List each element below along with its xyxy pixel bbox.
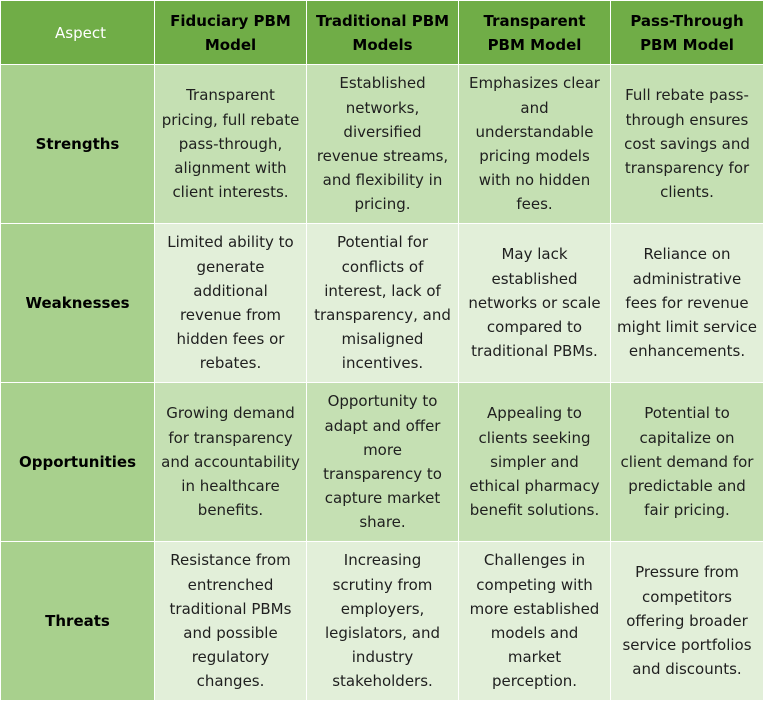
cell-threats-pass-through: Pressure from competitors offering broad… xyxy=(610,541,764,701)
header-transparent-pbm-model: Transparent PBM Model xyxy=(458,0,611,65)
table-row-opportunities: Opportunities Growing demand for transpa… xyxy=(0,382,764,542)
row-label-opportunities: Opportunities xyxy=(0,382,155,542)
cell-threats-traditional: Increasing scrutiny from employers, legi… xyxy=(306,541,459,701)
row-label-weaknesses: Weaknesses xyxy=(0,223,155,383)
table-row-weaknesses: Weaknesses Limited ability to generate a… xyxy=(0,223,764,383)
cell-weaknesses-fiduciary: Limited ability to generate additional r… xyxy=(154,223,307,383)
cell-strengths-traditional: Established networks, diversified revenu… xyxy=(306,64,459,224)
cell-opportunities-fiduciary: Growing demand for transparency and acco… xyxy=(154,382,307,542)
cell-strengths-pass-through: Full rebate pass-through ensures cost sa… xyxy=(610,64,764,224)
header-aspect: Aspect xyxy=(0,0,155,65)
table-body: Strengths Transparent pricing, full reba… xyxy=(0,64,764,701)
header-traditional-pbm-models: Traditional PBM Models xyxy=(306,0,459,65)
cell-threats-transparent: Challenges in competing with more establ… xyxy=(458,541,611,701)
cell-weaknesses-transparent: May lack established networks or scale c… xyxy=(458,223,611,383)
header-row: Aspect Fiduciary PBM Model Traditional P… xyxy=(0,0,764,65)
cell-opportunities-transparent: Appealing to clients seeking simpler and… xyxy=(458,382,611,542)
table-row-strengths: Strengths Transparent pricing, full reba… xyxy=(0,64,764,224)
header-fiduciary-pbm-model: Fiduciary PBM Model xyxy=(154,0,307,65)
table-header: Aspect Fiduciary PBM Model Traditional P… xyxy=(0,0,764,65)
header-pass-through-pbm-model: Pass-Through PBM Model xyxy=(610,0,764,65)
cell-opportunities-pass-through: Potential to capitalize on client demand… xyxy=(610,382,764,542)
cell-opportunities-traditional: Opportunity to adapt and offer more tran… xyxy=(306,382,459,542)
cell-weaknesses-traditional: Potential for conflicts of interest, lac… xyxy=(306,223,459,383)
table-row-threats: Threats Resistance from entrenched tradi… xyxy=(0,541,764,701)
cell-threats-fiduciary: Resistance from entrenched traditional P… xyxy=(154,541,307,701)
row-label-strengths: Strengths xyxy=(0,64,155,224)
cell-strengths-transparent: Emphasizes clear and understandable pric… xyxy=(458,64,611,224)
cell-strengths-fiduciary: Transparent pricing, full rebate pass-th… xyxy=(154,64,307,224)
cell-weaknesses-pass-through: Reliance on administrative fees for reve… xyxy=(610,223,764,383)
row-label-threats: Threats xyxy=(0,541,155,701)
